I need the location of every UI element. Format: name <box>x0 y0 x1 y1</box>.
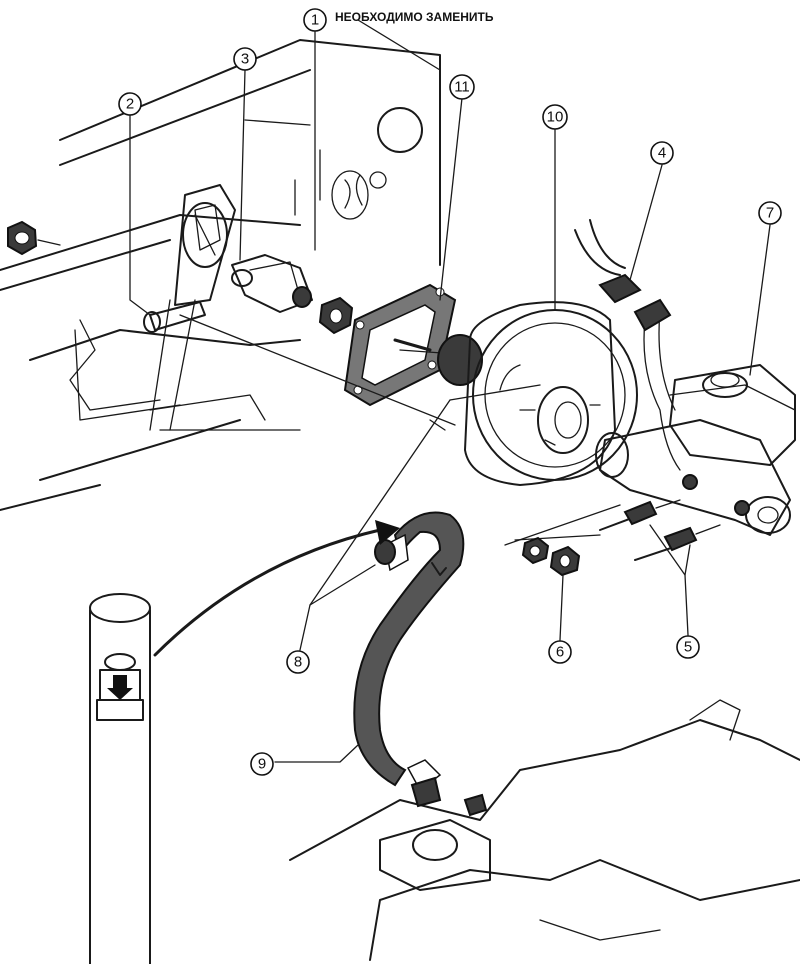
clevis <box>231 254 313 313</box>
vacuum-hose <box>353 511 465 792</box>
pin <box>143 301 206 333</box>
callout-label: 4 <box>658 145 666 162</box>
callout-8: 8 <box>286 650 310 674</box>
brake-line-fittings <box>599 499 721 561</box>
intake-manifold <box>289 699 800 961</box>
check-valve-detail-icon <box>89 520 400 964</box>
callout-10: 10 <box>542 104 568 130</box>
pedal-bracket <box>149 184 236 431</box>
callout-1: 1 <box>303 8 327 32</box>
callout-label: 10 <box>547 109 564 126</box>
callout-2: 2 <box>118 92 142 116</box>
callout-label: 2 <box>126 96 134 113</box>
mounting-nuts <box>521 536 581 577</box>
callout-label: 8 <box>294 654 302 671</box>
callout-leaders <box>129 19 771 763</box>
callout-9: 9 <box>250 752 274 776</box>
callout-6: 6 <box>548 640 572 664</box>
flow-arrow-icon <box>107 675 133 700</box>
callout-label: 3 <box>241 51 249 68</box>
callout-3: 3 <box>233 47 257 71</box>
assembly-axis-lines <box>179 314 621 546</box>
callout-label: 9 <box>258 756 266 773</box>
lock-nut <box>318 296 354 335</box>
callout-label: 7 <box>766 205 774 222</box>
callout-7: 7 <box>758 201 782 225</box>
callout-5: 5 <box>676 635 700 659</box>
replace-note: НЕОБХОДИМО ЗАМЕНИТЬ <box>335 10 494 24</box>
callout-label: 11 <box>454 79 470 96</box>
gasket <box>343 283 457 407</box>
callout-4: 4 <box>650 141 674 165</box>
callout-label: 1 <box>311 12 319 29</box>
nut-left <box>7 220 61 256</box>
callout-label: 5 <box>684 639 692 656</box>
brake-booster <box>429 301 638 486</box>
callout-label: 6 <box>556 644 564 661</box>
master-cylinder <box>595 298 796 536</box>
firewall-panel <box>0 39 441 511</box>
fluid-level-connector <box>574 219 642 304</box>
callout-11: 11 <box>449 74 475 100</box>
